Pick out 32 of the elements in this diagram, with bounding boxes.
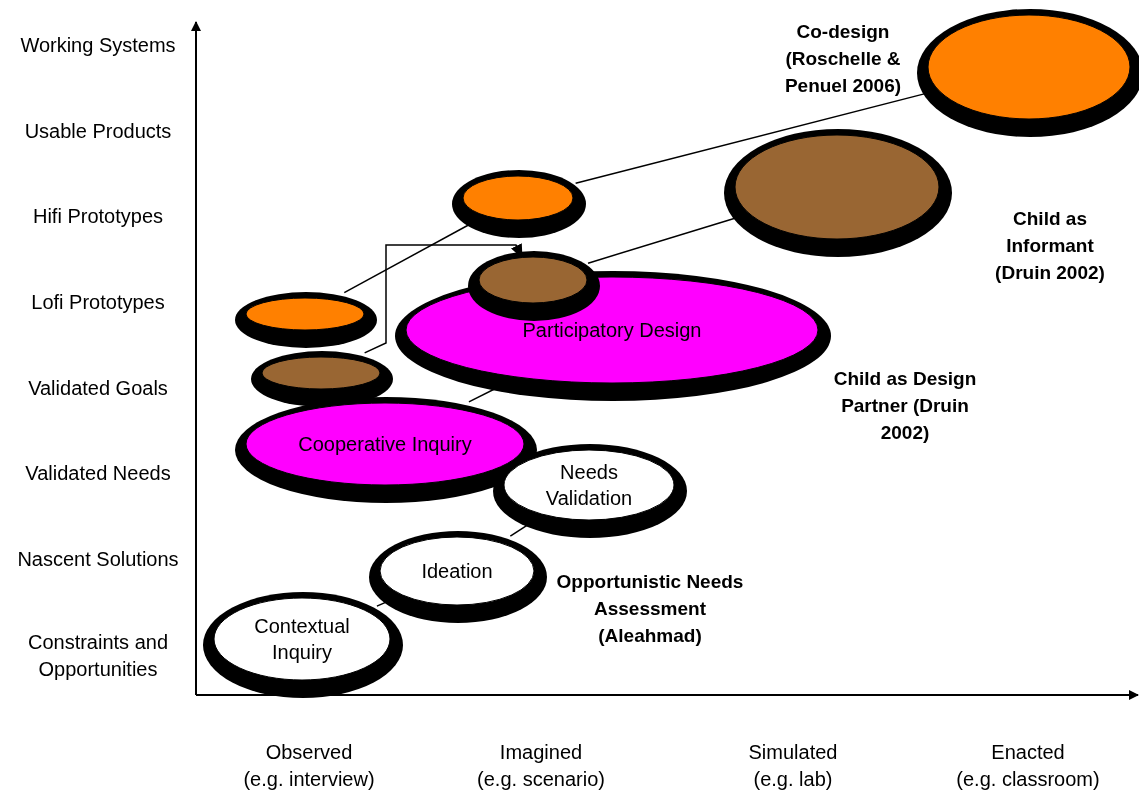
bubble-label: Needs Validation bbox=[544, 460, 634, 511]
group-label: Opportunistic Needs Assessment (Aleahmad) bbox=[555, 570, 745, 648]
axis-label: Constraints and Opportunities bbox=[26, 630, 170, 682]
axis-label: Hifi Prototypes bbox=[31, 204, 165, 229]
ellipse-bubble bbox=[723, 128, 953, 258]
bubble-label: Contextual Inquiry bbox=[253, 614, 351, 665]
axis-label: Validated Goals bbox=[27, 376, 169, 401]
ellipse-bubble bbox=[234, 396, 538, 504]
axis-label: Usable Products bbox=[23, 119, 173, 144]
axis-label: Validated Needs bbox=[24, 461, 172, 486]
axis-label: Observed (e.g. interview) bbox=[242, 740, 376, 792]
group-label: Child as Informant (Druin 2002) bbox=[994, 207, 1106, 285]
ellipse-bubble bbox=[368, 530, 548, 624]
ellipse-bubble bbox=[451, 169, 587, 239]
axis-label: Nascent Solutions bbox=[16, 547, 180, 572]
axis-label: Enacted (e.g. classroom) bbox=[955, 740, 1101, 792]
ellipse-bubble bbox=[492, 443, 688, 539]
axis-label: Simulated (e.g. lab) bbox=[747, 740, 839, 792]
group-label: Child as Design Partner (Druin 2002) bbox=[832, 367, 978, 445]
arrow bbox=[363, 243, 523, 354]
group-label: Co-design (Roschelle & Penuel 2006) bbox=[783, 20, 903, 98]
axis-label: Lofi Prototypes bbox=[30, 290, 166, 315]
axis-label: Working Systems bbox=[19, 33, 177, 58]
bubble-label: Participatory Design bbox=[521, 318, 703, 343]
bubble-label: Cooperative Inquiry bbox=[297, 432, 473, 457]
ellipse-bubble bbox=[234, 291, 378, 349]
ellipse-bubble bbox=[202, 591, 404, 699]
bubble-label: Ideation bbox=[420, 559, 494, 584]
ellipse-bubble bbox=[250, 350, 394, 408]
ellipse-bubble bbox=[394, 270, 832, 402]
axis-label: Imagined (e.g. scenario) bbox=[476, 740, 606, 792]
ellipse-bubble bbox=[916, 8, 1139, 138]
